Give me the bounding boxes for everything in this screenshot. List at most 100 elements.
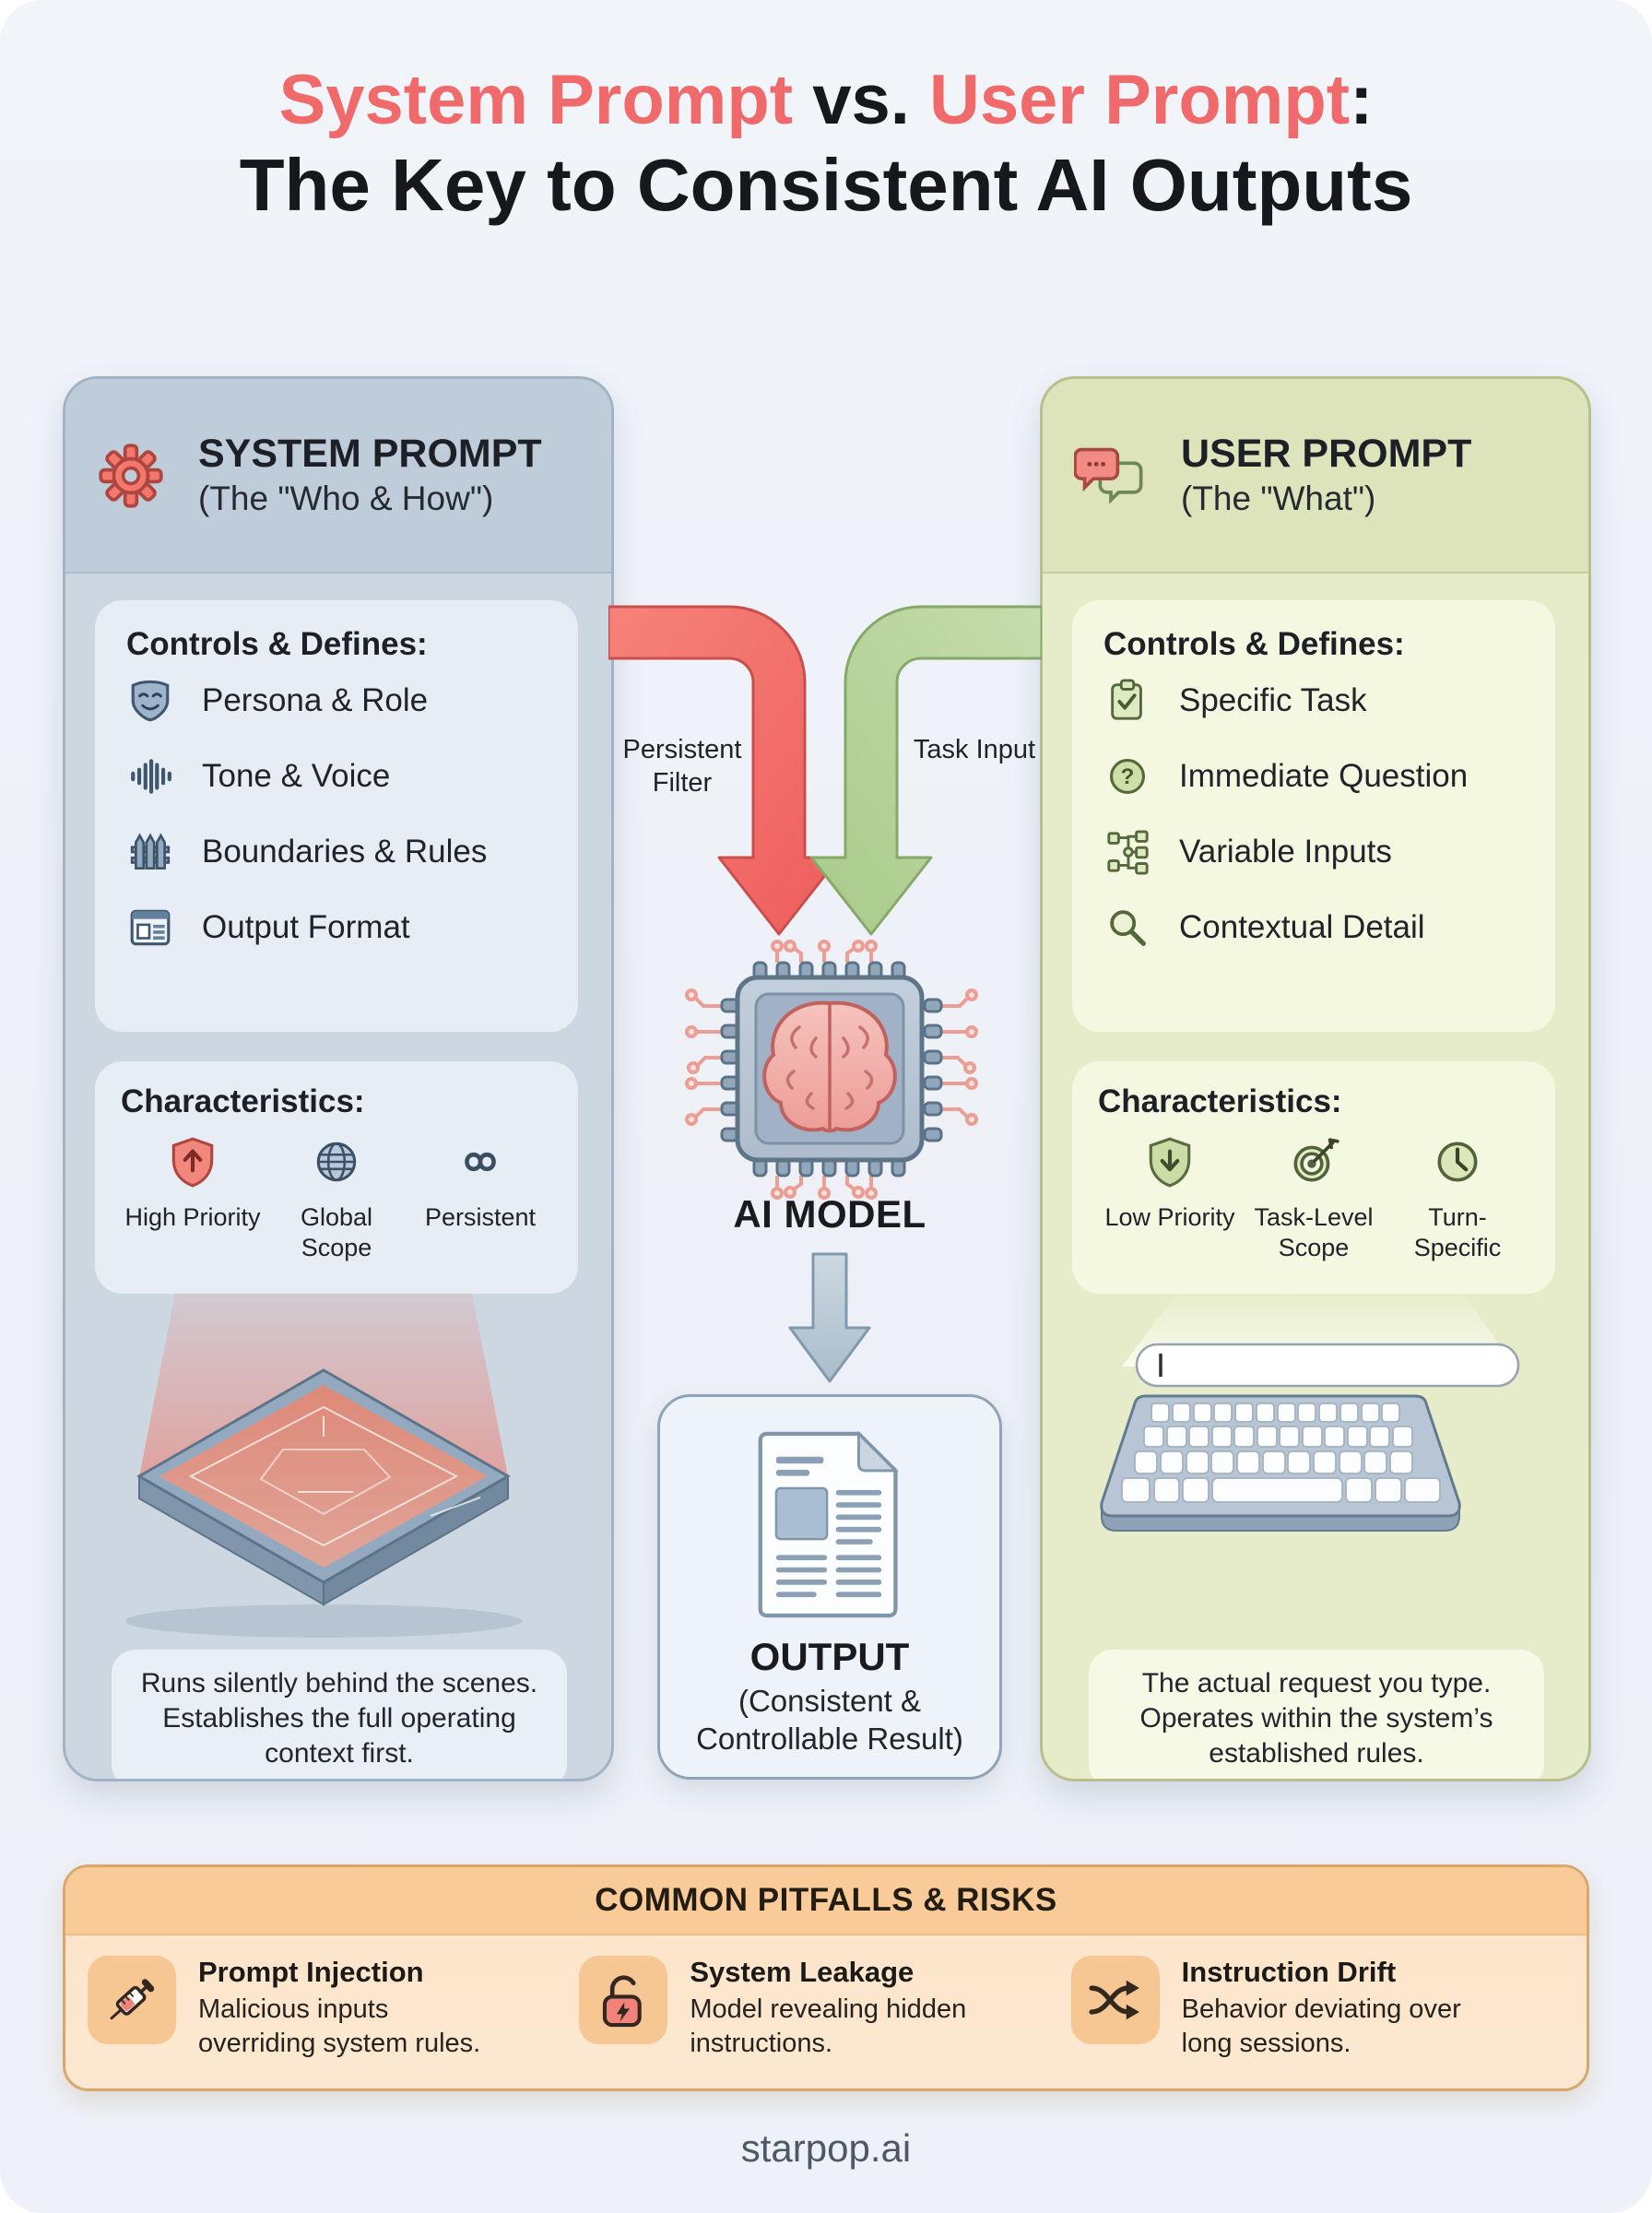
title-line-1: System Prompt vs. User Prompt: (0, 59, 1652, 142)
mask-icon (126, 678, 174, 724)
brand-footer: starpop.ai (740, 2126, 912, 2170)
chat-bubbles-icon (1074, 447, 1143, 504)
system-prompt-panel: SYSTEM PROMPT (The "Who & How") (63, 376, 614, 1781)
list-item: Tone & Voice (126, 739, 547, 814)
user-controls-card: Controls & Defines: Specific Task ? (1072, 600, 1555, 1032)
pitfall-title: System Leakage (690, 1956, 914, 1988)
fence-icon (126, 829, 174, 875)
user-panel-title: USER PROMPT (1181, 431, 1472, 476)
list-item-label: Output Format (202, 909, 410, 945)
list-item-label: Specific Task (1179, 682, 1367, 718)
unlock-bolt-icon (603, 1975, 643, 2028)
task-input-arrow (809, 605, 1042, 936)
variable-nodes-icon (1103, 829, 1151, 875)
pitfalls-row: Prompt Injection Malicious inputs overri… (65, 1935, 1587, 2060)
list-item-label: Immediate Question (1179, 758, 1469, 794)
system-panel-caption: Runs silently behind the scenes. Establi… (112, 1650, 567, 1779)
characteristic-item: Turn-Specific (1386, 1135, 1529, 1263)
pitfall-icon-tile (579, 1956, 668, 2044)
characteristic-label: Persistent (424, 1203, 537, 1231)
characteristic-item: Persistent (408, 1135, 552, 1263)
system-header-text: SYSTEM PROMPT (The "Who & How") (198, 431, 542, 521)
list-item: Contextual Detail (1103, 890, 1524, 965)
question-circle-icon: ? (1103, 753, 1151, 799)
ai-model-label: AI MODEL (733, 1192, 926, 1236)
user-panel-header: USER PROMPT (The "What") (1043, 379, 1588, 574)
characteristic-label: High Priority (124, 1203, 261, 1231)
system-panel-header: SYSTEM PROMPT (The "Who & How") (65, 379, 611, 574)
shield-up-icon (171, 1137, 214, 1188)
magnifier-icon (1103, 905, 1151, 951)
pitfall-item: Instruction Drift Behavior deviating ove… (1070, 1956, 1563, 2060)
user-panel-subtitle: (The "What") (1181, 479, 1376, 518)
list-item-label: Contextual Detail (1179, 909, 1425, 945)
shuffle-icon (1089, 1980, 1139, 2020)
system-panel-title: SYSTEM PROMPT (198, 431, 542, 476)
pitfalls-panel: COMMON PITFALLS & RISKS (63, 1864, 1589, 2091)
page-title: System Prompt vs. User Prompt: The Key t… (0, 59, 1652, 229)
pitfall-item: Prompt Injection Malicious inputs overri… (88, 1956, 579, 2060)
pitfall-text: Instruction Drift Behavior deviating ove… (1182, 1956, 1495, 2060)
user-prompt-panel: USER PROMPT (The "What") (1040, 376, 1591, 1781)
waveform-icon (126, 753, 174, 799)
characteristic-item: Task-Level Scope (1242, 1135, 1386, 1263)
system-characteristics-row: High Priority Global Scope (121, 1135, 552, 1263)
pitfall-item: System Leakage Model revealing hidden in… (579, 1956, 1070, 2060)
pitfall-icon-tile (88, 1956, 176, 2044)
keyboard-illustration (1100, 1287, 1520, 1532)
ai-chip-illustration (685, 940, 978, 1200)
user-characteristics-card: Characteristics: Low Priority (1072, 1061, 1555, 1294)
list-item-label: Tone & Voice (202, 758, 391, 794)
characteristic-item: High Priority (121, 1135, 265, 1263)
characteristic-item: Global Scope (265, 1135, 408, 1263)
list-item-label: Variable Inputs (1179, 834, 1392, 870)
persistent-filter-arrow (608, 605, 841, 936)
output-arrow (788, 1252, 871, 1383)
output-title: OUTPUT (749, 1635, 910, 1678)
list-item: Persona & Role (126, 663, 547, 739)
pitfall-description: Malicious inputs overriding system rules… (198, 1994, 481, 2058)
list-item: Output Format (126, 890, 547, 965)
target-icon (1293, 1138, 1339, 1182)
svg-text:?: ? (1121, 764, 1135, 789)
title-system-prompt: System Prompt (278, 61, 794, 139)
document-icon (758, 1430, 899, 1618)
user-controls-heading: Controls & Defines: (1103, 626, 1405, 662)
pitfalls-heading: COMMON PITFALLS & RISKS (65, 1867, 1587, 1935)
list-item-label: Persona & Role (202, 682, 429, 718)
clipboard-check-icon (1103, 678, 1151, 724)
flow-arrows (608, 605, 1042, 936)
pitfall-description: Behavior deviating over long sessions. (1181, 1994, 1461, 2058)
user-header-text: USER PROMPT (The "What") (1181, 431, 1471, 521)
projection-platform-illustration (125, 1289, 522, 1638)
system-controls-card: Controls & Defines: Persona & Role (95, 600, 578, 1032)
user-characteristics-row: Low Priority Task-Level Scope (1098, 1135, 1529, 1263)
characteristic-item: Low Priority (1098, 1135, 1242, 1263)
system-characteristics-card: Characteristics: High Priority (95, 1061, 578, 1294)
pitfall-description: Model revealing hidden instructions. (690, 1994, 967, 2058)
list-item-label: Boundaries & Rules (202, 834, 488, 870)
pitfall-text: Prompt Injection Malicious inputs overri… (198, 1956, 512, 2060)
characteristic-label: Task-Level Scope (1254, 1203, 1374, 1261)
persistent-filter-label: Persistent Filter (622, 735, 742, 799)
system-controls-heading: Controls & Defines: (126, 626, 428, 662)
output-box: OUTPUT (Consistent & Controllable Result… (657, 1394, 1002, 1780)
characteristic-label: Turn-Specific (1413, 1203, 1502, 1261)
characteristic-label: Global Scope (300, 1203, 373, 1261)
user-characteristics-heading: Characteristics: (1098, 1083, 1342, 1119)
list-item: Boundaries & Rules (126, 814, 547, 890)
title-vs: vs. (793, 61, 929, 139)
list-item: ? Immediate Question (1103, 739, 1524, 814)
characteristic-label: Low Priority (1104, 1203, 1235, 1231)
list-item: Specific Task (1103, 663, 1524, 739)
output-subtitle: (Consistent & Controllable Result) (696, 1684, 963, 1756)
pitfall-title: Prompt Injection (198, 1956, 424, 1988)
pitfall-icon-tile (1070, 1956, 1160, 2044)
syringe-icon (110, 1979, 155, 2020)
title-user-prompt: User Prompt (928, 61, 1351, 139)
list-item: Variable Inputs (1103, 814, 1524, 890)
task-input-label: Task Input (913, 735, 1036, 764)
title-colon: : (1350, 61, 1374, 139)
clock-icon (1437, 1142, 1478, 1182)
